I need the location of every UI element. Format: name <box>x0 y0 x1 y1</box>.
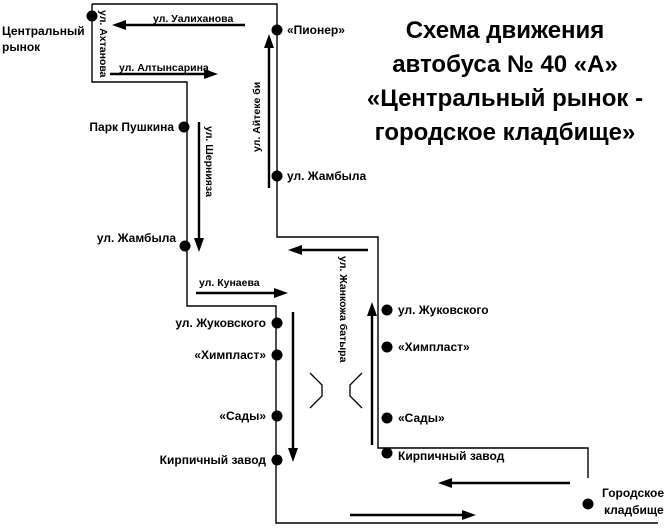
stop-dot-kirpichny-left <box>271 454 283 466</box>
stop-label-pioner: «Пионер» <box>287 23 345 37</box>
street-label-aiteke-bi: ул. Айтеке би <box>251 82 263 152</box>
bridge-right-bracket <box>349 372 363 409</box>
stop-dot-cemetery <box>582 498 594 510</box>
arrow-altynsarina <box>110 69 218 79</box>
stop-dot-central-market <box>86 10 98 22</box>
stop-label-kirpichny-left: Кирпичный завод <box>160 453 267 467</box>
stop-dot-pioner <box>271 24 283 36</box>
stop-label-central-market-1: Центральный <box>2 24 85 38</box>
stop-label-central-market-2: рынок <box>2 40 41 54</box>
street-label-ualikhanova: ул. Уалиханова <box>153 13 233 25</box>
stop-label-khimplast-right: «Химпласт» <box>398 340 470 354</box>
stop-labels: Центральный рынок Парк Пушкина ул. Жамбы… <box>2 23 664 517</box>
stop-dot-zhukovskogo-right <box>381 304 393 316</box>
stop-label-khimplast-left: «Химпласт» <box>194 348 266 362</box>
stop-dot-zhambyla-left <box>179 240 191 252</box>
arrow-sherniyaza <box>194 122 204 252</box>
arrow-to-city <box>438 478 570 488</box>
bridge-left-bracket <box>309 372 323 409</box>
diagram-title: Схема движения автобуса № 40 «А» «Центра… <box>367 17 643 146</box>
arrow-kunaeva <box>196 288 288 298</box>
stop-label-sady-right: «Сады» <box>398 411 445 425</box>
arrow-aiteke-bi <box>264 34 274 188</box>
stop-label-park-pushkina: Парк Пушкина <box>89 120 174 134</box>
street-label-altynsarina: ул. Алтынсарина <box>119 62 209 74</box>
direction-arrows <box>110 20 570 520</box>
title-line-1: Схема движения <box>406 17 605 44</box>
stop-dot-park-pushkina <box>178 121 190 133</box>
route-outline <box>91 3 658 524</box>
stop-label-cemetery-2: кладбище <box>604 503 664 517</box>
arrow-zhankozha-batyra <box>288 245 368 255</box>
arrow-down-left-branch <box>288 312 298 462</box>
title-line-4: городское кладбище» <box>375 119 636 146</box>
arrow-to-cemetery <box>350 510 476 520</box>
arrow-ualikhanova <box>112 20 245 30</box>
street-label-akhtanova: ул. Ахтанова <box>97 10 109 78</box>
stop-dot-sady-left <box>271 410 283 422</box>
stop-markers <box>86 10 594 510</box>
stop-dot-khimplast-right <box>381 341 393 353</box>
stop-label-zhambyla-left: ул. Жамбыла <box>97 231 176 245</box>
stop-dot-zhambyla-right <box>271 170 283 182</box>
street-label-zhankozha-batyra: ул. Жанкожа батыра <box>337 256 349 363</box>
stop-dot-kirpichny-right <box>381 447 393 459</box>
stop-dot-khimplast-left <box>271 349 283 361</box>
title-line-3: «Центральный рынок - <box>367 85 643 112</box>
title-line-2: автобуса № 40 «А» <box>392 51 618 78</box>
stop-label-sady-left: «Сады» <box>219 409 266 423</box>
bridge-brackets <box>309 372 363 409</box>
street-label-kunaeva: ул. Кунаева <box>199 277 260 289</box>
street-label-sherniyaza: ул. Шерниязa <box>203 126 215 197</box>
stop-label-cemetery-1: Городское <box>602 486 664 500</box>
stop-dot-zhukovskogo-left <box>271 317 283 329</box>
stop-label-zhukovskogo-right: ул. Жуковского <box>398 303 489 317</box>
stop-dot-sady-right <box>381 412 393 424</box>
arrow-up-right-branch <box>367 302 377 445</box>
stop-label-zhambyla-right: ул. Жамбыла <box>287 169 366 183</box>
stop-label-zhukovskogo-left: ул. Жуковского <box>175 316 266 330</box>
street-labels: ул. Уалиханова ул. Ахтанова ул. Алтынсар… <box>97 10 349 363</box>
stop-label-kirpichny-right: Кирпичный завод <box>398 449 505 463</box>
